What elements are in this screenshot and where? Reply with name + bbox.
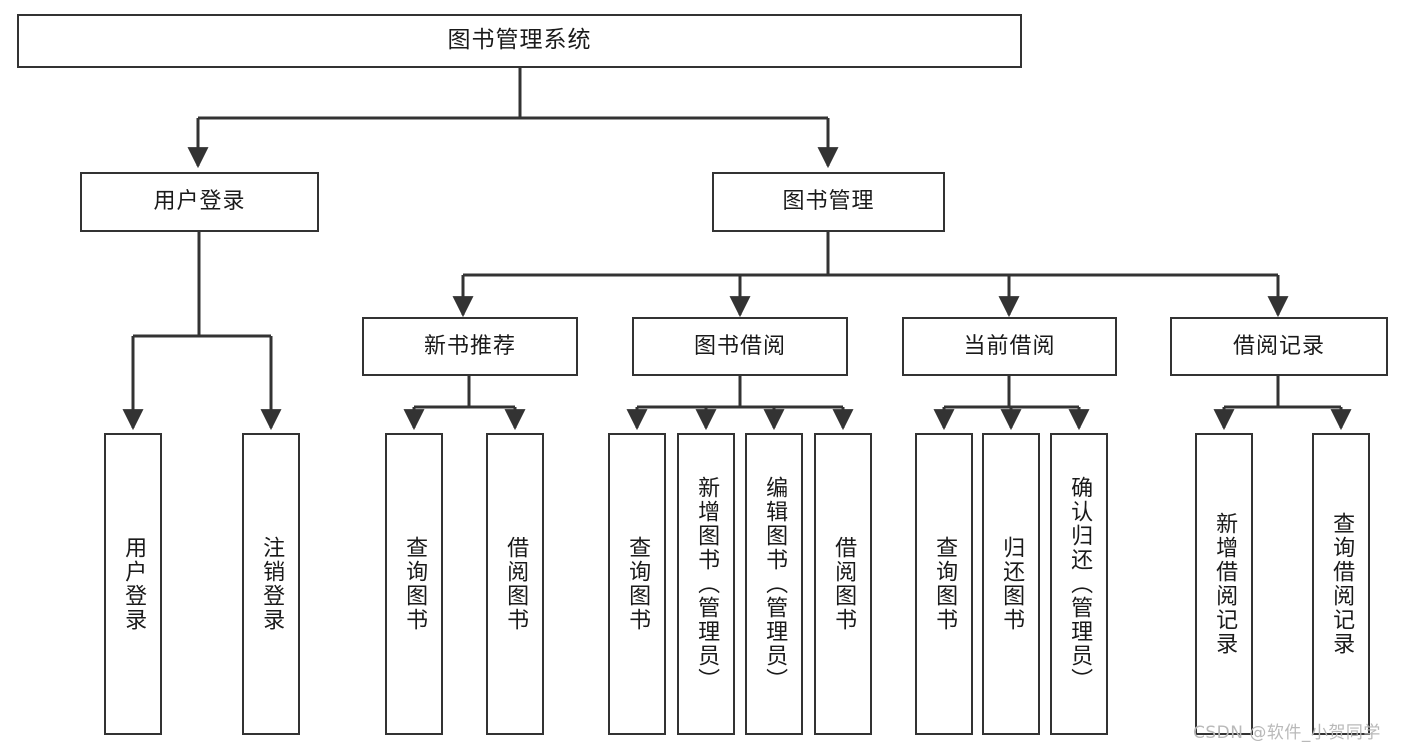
node-leaf-borrow-record-add-record[interactable]: 新增借阅记录 <box>1195 433 1253 735</box>
node-leaf-book-borrow-edit-book-admin[interactable]: 编辑图书（管理员） <box>745 433 803 735</box>
node-leaf-label: 查询图书 <box>402 536 428 632</box>
node-leaf-new-book-query-books[interactable]: 查询图书 <box>385 433 443 735</box>
node-leaf-label: 新增图书（管理员） <box>694 476 720 692</box>
node-leaf-label: 确认归还（管理员） <box>1067 476 1093 692</box>
node-book-borrowing-label: 图书借阅 <box>693 333 786 359</box>
node-book-management[interactable]: 图书管理 <box>712 172 945 232</box>
node-leaf-label: 编辑图书（管理员） <box>762 476 788 692</box>
node-leaf-book-borrow-borrow-books[interactable]: 借阅图书 <box>814 433 872 735</box>
node-root-label: 图书管理系统 <box>447 27 592 54</box>
node-current-borrowing[interactable]: 当前借阅 <box>902 317 1117 376</box>
node-borrowing-record-label: 借阅记录 <box>1232 333 1325 359</box>
node-leaf-label: 归还图书 <box>999 536 1025 632</box>
node-user-login[interactable]: 用户登录 <box>80 172 319 232</box>
node-leaf-label: 注销登录 <box>259 536 285 632</box>
node-leaf-label: 借阅图书 <box>831 536 857 632</box>
node-leaf-current-borrow-confirm-return-admin[interactable]: 确认归还（管理员） <box>1050 433 1108 735</box>
node-leaf-user-login-logout[interactable]: 注销登录 <box>242 433 300 735</box>
node-leaf-label: 用户登录 <box>121 536 147 632</box>
node-current-borrowing-label: 当前借阅 <box>963 333 1056 359</box>
node-leaf-current-borrow-query-books[interactable]: 查询图书 <box>915 433 973 735</box>
node-borrowing-record[interactable]: 借阅记录 <box>1170 317 1388 376</box>
node-leaf-label: 查询借阅记录 <box>1329 512 1355 656</box>
node-leaf-user-login-login[interactable]: 用户登录 <box>104 433 162 735</box>
node-new-book-recommendation[interactable]: 新书推荐 <box>362 317 578 376</box>
node-leaf-current-borrow-return-books[interactable]: 归还图书 <box>982 433 1040 735</box>
node-user-login-label: 用户登录 <box>153 189 246 215</box>
node-new-book-recommendation-label: 新书推荐 <box>423 333 516 359</box>
node-leaf-label: 查询图书 <box>932 536 958 632</box>
node-leaf-label: 新增借阅记录 <box>1212 512 1238 656</box>
node-leaf-label: 借阅图书 <box>503 536 529 632</box>
node-leaf-book-borrow-query-books[interactable]: 查询图书 <box>608 433 666 735</box>
node-book-borrowing[interactable]: 图书借阅 <box>632 317 848 376</box>
node-book-management-label: 图书管理 <box>782 189 875 215</box>
node-root-book-management-system[interactable]: 图书管理系统 <box>17 14 1022 68</box>
node-leaf-new-book-borrow-books[interactable]: 借阅图书 <box>486 433 544 735</box>
node-leaf-book-borrow-add-book-admin[interactable]: 新增图书（管理员） <box>677 433 735 735</box>
node-leaf-borrow-record-query-record[interactable]: 查询借阅记录 <box>1312 433 1370 735</box>
node-leaf-label: 查询图书 <box>625 536 651 632</box>
csdn-watermark: CSDN @软件_小贺同学 <box>1193 723 1381 743</box>
